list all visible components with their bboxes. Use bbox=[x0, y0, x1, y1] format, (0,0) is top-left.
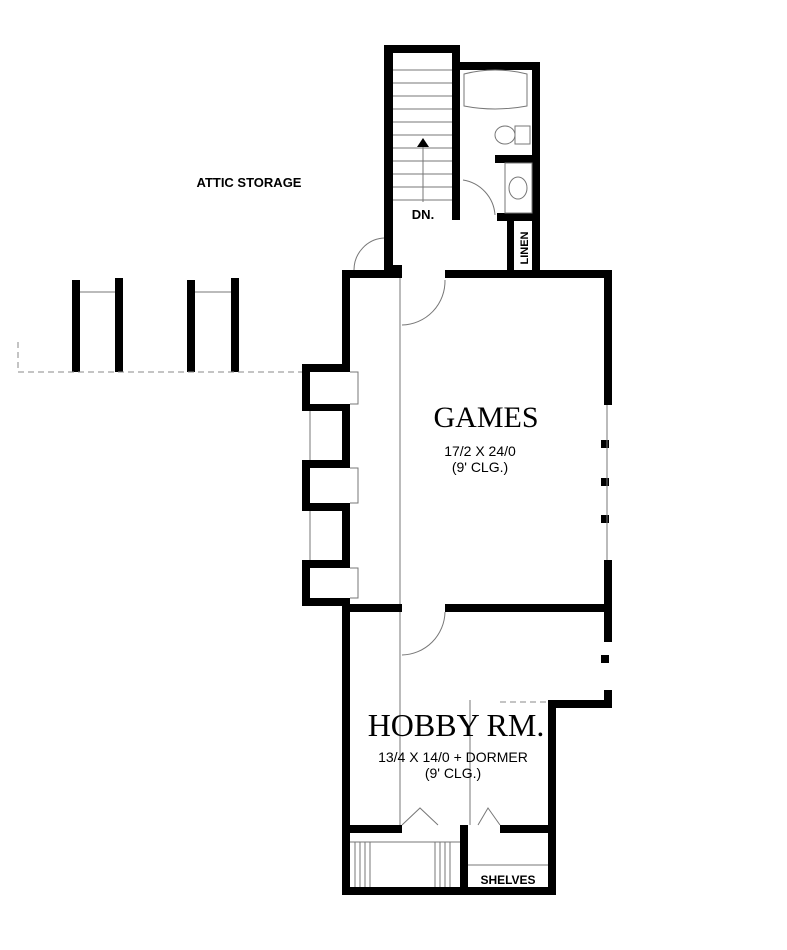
bathroom bbox=[455, 62, 540, 277]
hobby-walls bbox=[342, 612, 612, 895]
hobby-room-ceiling: (9' CLG.) bbox=[425, 765, 481, 781]
stair-arrow-icon bbox=[417, 138, 429, 147]
games-walls bbox=[302, 237, 612, 656]
shelves-label: SHELVES bbox=[480, 873, 535, 887]
staircase bbox=[384, 45, 460, 273]
stair-down-label: DN. bbox=[412, 207, 434, 222]
games-room-dimensions: 17/2 X 24/0 bbox=[444, 443, 516, 459]
attic-storage-label: ATTIC STORAGE bbox=[197, 175, 302, 190]
attic-posts bbox=[17, 278, 302, 373]
games-room-ceiling: (9' CLG.) bbox=[452, 459, 508, 475]
hobby-room-name: HOBBY RM. bbox=[368, 707, 545, 743]
hobby-room-dimensions: 13/4 X 14/0 + DORMER bbox=[378, 749, 528, 765]
linen-label: LINEN bbox=[519, 231, 531, 264]
games-room-name: GAMES bbox=[433, 401, 538, 434]
